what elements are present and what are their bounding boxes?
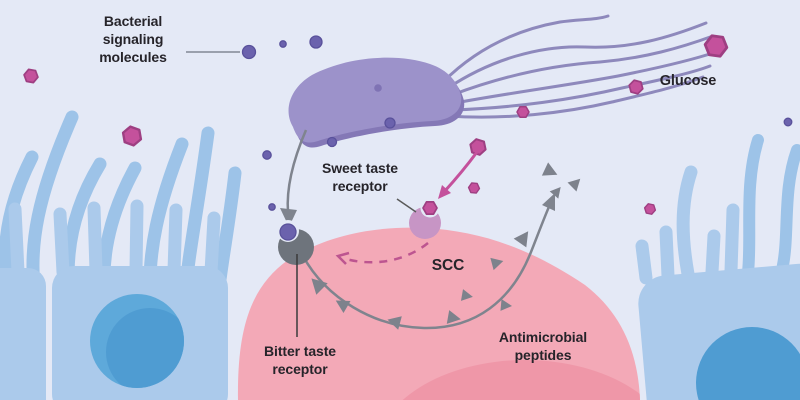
label-line: receptor [332, 177, 388, 194]
epithelial-cell [0, 268, 46, 400]
label-antimicrobial-peptides: Antimicrobial peptides [463, 329, 623, 365]
signal-molecule-dot [326, 136, 338, 148]
left-epithelial-cells [0, 199, 228, 400]
flagella [441, 14, 718, 119]
label-line: molecules [99, 48, 167, 65]
label-line: signaling [102, 30, 164, 47]
glucose-arrow-to-sweet-receptor [438, 151, 479, 199]
signal-molecule-dot [268, 203, 276, 211]
bitter-taste-receptor-shape [277, 220, 314, 265]
signal-molecule-dot [279, 40, 287, 48]
signal-arrow-to-bitter-receptor [280, 129, 308, 227]
label-bitter-taste-receptor: Bitter taste receptor [230, 343, 370, 379]
cell-nucleus [696, 327, 800, 400]
label-scc: SCC [420, 256, 476, 276]
sweet-taste-receptor-shape [409, 198, 441, 239]
bacterium-spot [374, 84, 382, 92]
label-bacterial-signaling-molecules: Bacterial signaling molecules [53, 13, 213, 67]
scc-cell-group [237, 227, 641, 400]
label-line: Bacterial [103, 13, 163, 29]
bound-glucose-hexagon-icon [422, 201, 438, 215]
arrowhead-icon [542, 193, 555, 211]
label-line: peptides [514, 346, 572, 363]
leader-lines [186, 51, 417, 337]
label-line: Sweet taste [322, 160, 398, 176]
leader-line-sweet-receptor [396, 198, 417, 213]
signal-molecule-dots [241, 35, 793, 211]
bound-signal-molecule-dot [279, 223, 297, 241]
glucose-hexagon-icon [516, 106, 530, 118]
signal-molecule-dot [309, 35, 323, 49]
arrowhead-icon [280, 208, 297, 227]
right-microvilli [635, 165, 740, 285]
signal-molecule-dot [241, 44, 257, 60]
arrowhead-icon [438, 185, 451, 199]
label-line: Bitter taste [264, 343, 336, 359]
label-line: Glucose [659, 73, 717, 89]
right-cilia [742, 134, 800, 278]
label-glucose: Glucose [638, 72, 738, 91]
bacterium-body [288, 57, 462, 143]
inhibition-dashed-arrow [335, 242, 429, 265]
label-line: SCC [431, 257, 465, 274]
label-line: receptor [272, 360, 328, 377]
scc-cell-body [237, 227, 641, 400]
bacterium [288, 57, 465, 148]
signal-molecule-dot [384, 117, 396, 129]
signal-molecule-dot [262, 150, 272, 160]
left-microvilli [8, 199, 221, 279]
label-line: Antimicrobial [498, 329, 588, 345]
label-sweet-taste-receptor: Sweet taste receptor [290, 160, 430, 196]
signal-molecule-dot [783, 117, 793, 127]
open-arrowhead-icon [335, 251, 350, 265]
